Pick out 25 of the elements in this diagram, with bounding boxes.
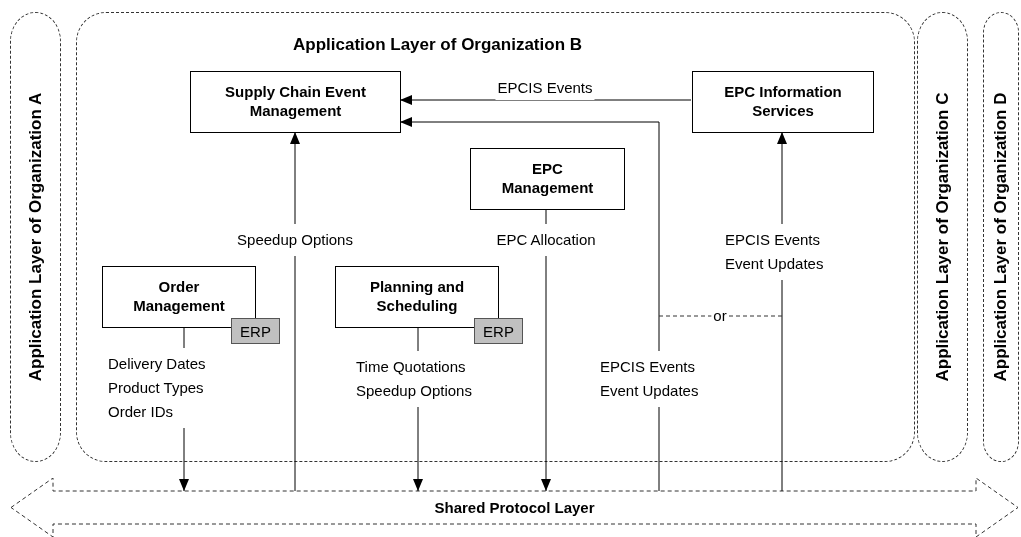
box-label: Planning and Scheduling (368, 278, 466, 316)
box-label: Order Management (132, 278, 226, 316)
edge-label: Speedup Options (234, 224, 356, 256)
tag-box (231, 318, 280, 344)
tag-label: ERP (483, 322, 514, 340)
process-box (692, 71, 874, 133)
band-label: Application Layer of Organization A (25, 92, 46, 382)
double-arrow-band (10, 478, 1019, 537)
process-box (470, 148, 625, 210)
band-label: Application Layer of Organization D (991, 92, 1011, 382)
layer-title: Application Layer of Organization B (293, 35, 583, 55)
box-label: EPC Management (500, 160, 595, 198)
arrow (290, 131, 300, 492)
arrow (399, 117, 660, 492)
arrow (399, 95, 692, 105)
process-box (335, 266, 499, 328)
arrow (541, 208, 551, 492)
box-label: EPC Information Services (723, 83, 843, 121)
tag-box (474, 318, 523, 344)
band-label: Shared Protocol Layer (434, 498, 595, 516)
process-box (102, 266, 256, 328)
tag-label: ERP (240, 322, 271, 340)
band-label: Application Layer of Organization C (932, 92, 953, 382)
box-label: Supply Chain Event Management (224, 83, 367, 121)
process-box (190, 71, 401, 133)
